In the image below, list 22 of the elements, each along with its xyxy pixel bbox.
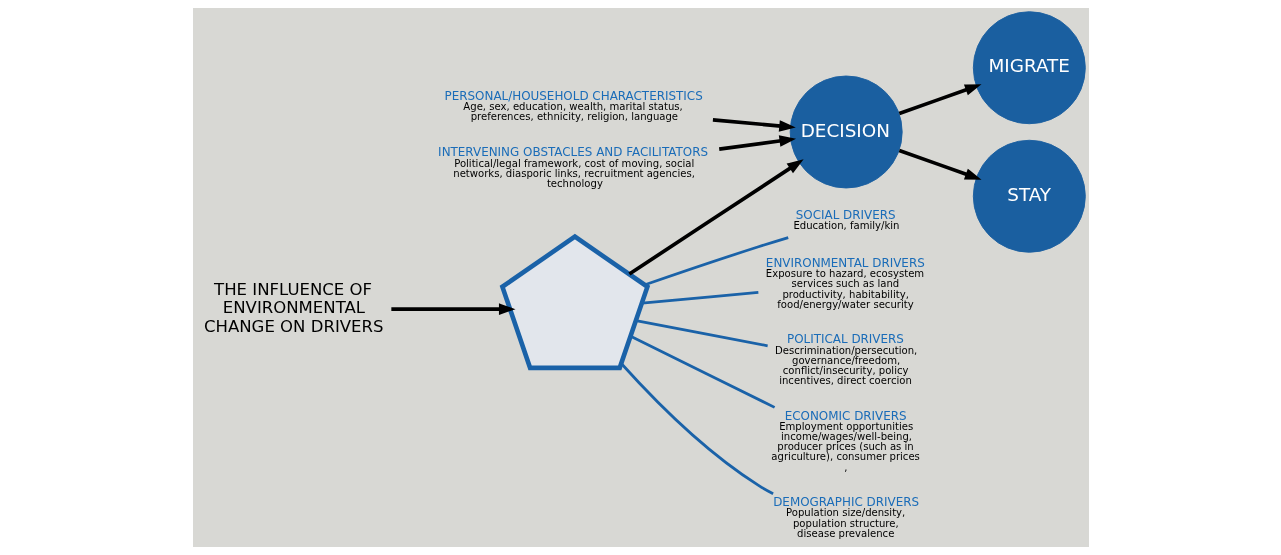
connector <box>620 362 774 495</box>
node-text: POLITICAL DRIVERS Descrimination/persecution, governance/freedom, conflict/insecurity, policy incentives, direct coercion <box>774 332 917 386</box>
arrow <box>718 135 796 151</box>
arrow <box>898 84 981 116</box>
connector <box>641 291 758 305</box>
node-text: SOCIAL DRIVERS Education, family/kin <box>792 207 899 232</box>
node-text: ENVIRONMENTAL DRIVERS Exposure to hazard, ecosystem services such as land productivity, habitability, food/energy/water security <box>765 255 925 310</box>
node-circle: STAY <box>972 139 1086 253</box>
connector <box>635 319 768 348</box>
node-circle: MIGRATE <box>972 11 1086 125</box>
arrow <box>898 148 981 180</box>
node-text: PERSONAL/HOUSEHOLD CHARACTERISTICS Age, sex, education, wealth, marital status, preferences, ethnicity, religion, language <box>444 88 703 123</box>
connector <box>629 335 775 409</box>
arrow <box>712 118 796 132</box>
node-text: DEMOGRAPHIC DRIVERS Population size/density, population structure, disease prevalence <box>772 495 919 539</box>
node-circle: DECISION <box>789 75 903 189</box>
node-text: INTERVENING OBSTACLES AND FACILITATORS Political/legal framework, cost of moving, social networks, diasporic links, recruitment agencies, technology <box>437 145 708 189</box>
arrow <box>390 303 516 315</box>
arrow <box>627 159 804 276</box>
node-text: THE INFLUENCE OF ENVIRONMENTAL CHANGE ON DRIVERS <box>203 279 383 336</box>
node-text: ECONOMIC DRIVERS Employment opportunities income/wages/well-being, producer prices (such as in agriculture), consumer prices , <box>770 408 920 473</box>
connector <box>644 236 789 287</box>
